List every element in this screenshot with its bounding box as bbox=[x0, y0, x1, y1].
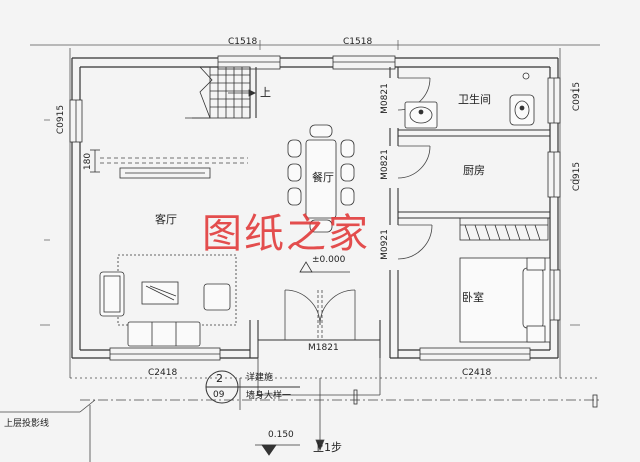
sofa-set bbox=[99, 254, 237, 347]
door-swings bbox=[284, 77, 433, 340]
door-label-m0921: M0921 bbox=[379, 229, 390, 260]
dimension-180: 180 bbox=[83, 152, 94, 171]
room-label-bathroom: 卫生间 bbox=[458, 93, 491, 106]
watermark-text: 图纸之家 bbox=[202, 211, 370, 257]
step-up-label: 上1步 bbox=[313, 441, 342, 454]
level-label-0150: 0.150 bbox=[268, 430, 294, 440]
bed bbox=[459, 257, 551, 343]
door-label-m0821-mid: M0821 bbox=[379, 149, 390, 180]
upper-projection-label: 上层投影线 bbox=[4, 419, 50, 429]
detail-ref-sheet: 09 bbox=[213, 390, 225, 400]
top-windows bbox=[217, 55, 396, 70]
room-label-kitchen: 厨房 bbox=[463, 164, 485, 177]
detail-ref-number: 2 bbox=[216, 372, 223, 385]
dining-table bbox=[287, 124, 355, 233]
stair-up-label: 上 bbox=[260, 86, 271, 99]
staircase bbox=[185, 66, 256, 119]
detail-reference bbox=[205, 370, 300, 404]
detail-note-line2: 墙身大样一 bbox=[246, 391, 292, 401]
window-label-c1518-right: C1518 bbox=[343, 37, 373, 47]
bathroom-fixtures bbox=[404, 72, 549, 241]
room-label-living: 客厅 bbox=[155, 213, 177, 226]
room-label-dining: 餐厅 bbox=[312, 171, 334, 184]
window-label-c2418-right: C2418 bbox=[462, 368, 492, 378]
window-label-c2418-left: C2418 bbox=[148, 368, 178, 378]
window-label-c0915-right-mid: C0915 bbox=[572, 161, 583, 192]
door-label-m1821: M1821 bbox=[308, 343, 339, 353]
detail-note-line1: 详建施 bbox=[246, 373, 274, 383]
window-label-c0915-right-top: C0915 bbox=[572, 81, 583, 112]
room-label-bedroom: 卧室 bbox=[462, 291, 484, 304]
window-label-c1518-left: C1518 bbox=[228, 37, 258, 47]
window-label-c0915-left: C0915 bbox=[56, 104, 67, 135]
door-label-m0821-top: M0821 bbox=[379, 83, 390, 114]
level-label-0000: ±0.000 bbox=[312, 255, 346, 265]
